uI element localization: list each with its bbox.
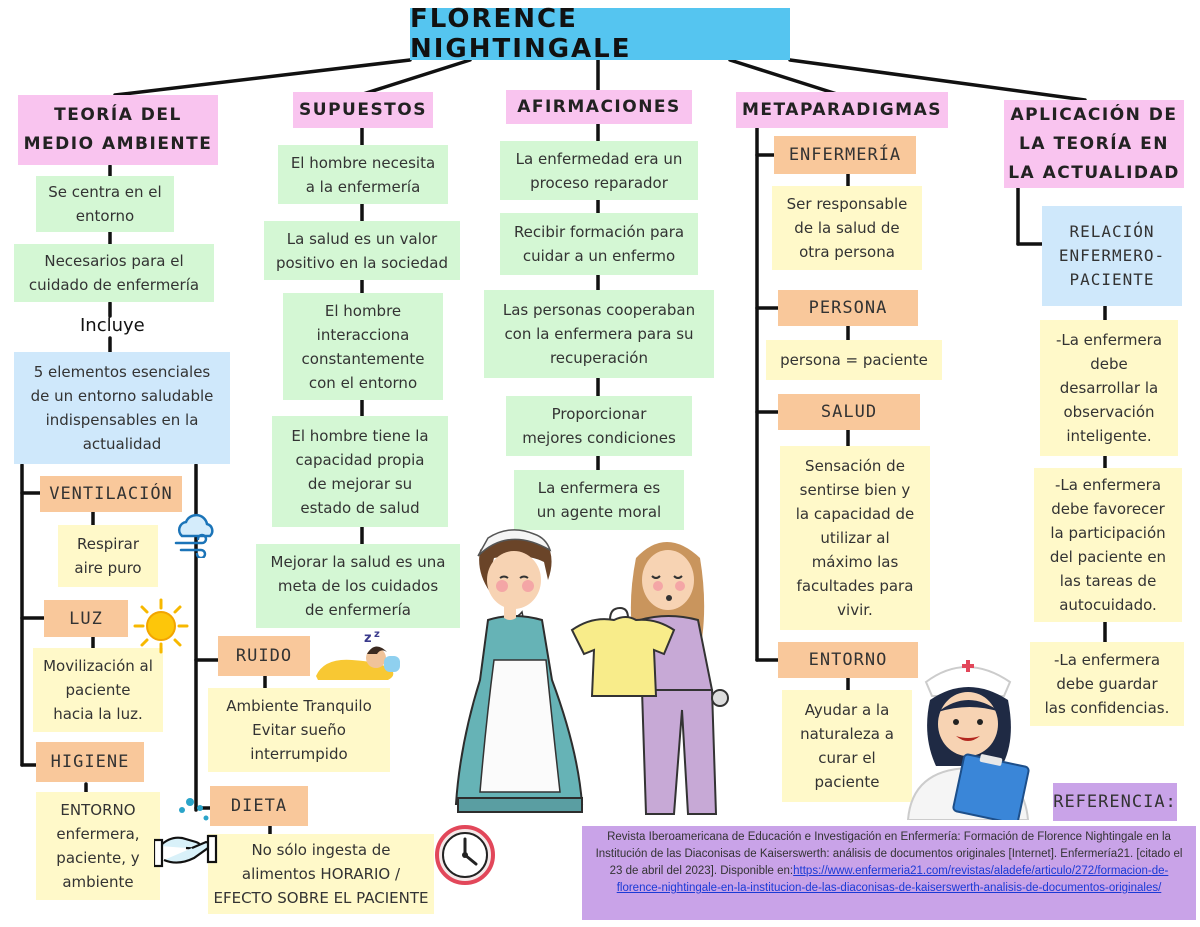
header-supuestos: SUPUESTOS (293, 92, 433, 128)
aplicacion-item-3: -La enfermera debe guardar las confidenc… (1030, 642, 1184, 726)
afirmacion-5: La enfermera es un agente moral (514, 470, 684, 530)
meta-salud-label: SALUD (778, 394, 920, 430)
sun-icon (133, 598, 189, 654)
afirmacion-3: Las personas cooperaban con la enfermera… (484, 290, 714, 378)
meta-persona-label: PERSONA (778, 290, 918, 326)
meta-entorno-label: ENTORNO (778, 642, 918, 678)
referencia-text: Revista Iberoamericana de Educación e In… (595, 831, 1183, 877)
header-teoria: TEORÍA DEL MEDIO AMBIENTE (18, 95, 218, 165)
header-metaparadigmas: METAPARADIGMAS (736, 92, 948, 128)
meta-enfermeria-label: ENFERMERÍA (774, 136, 916, 174)
cloud-wind-icon (174, 513, 214, 558)
supuesto-2: La salud es un valor positivo en la soci… (264, 221, 460, 280)
header-aplicacion: APLICACIÓN DE LA TEORÍA EN LA ACTUALIDAD (1004, 100, 1184, 188)
sleeping-icon: z z (316, 629, 400, 680)
meta-salud-text: Sensación de sentirse bien y la capacida… (780, 446, 930, 630)
supuesto-4: El hombre tiene la capacidad propia de m… (272, 416, 448, 527)
page-title: FLORENCE NIGHTINGALE (410, 4, 790, 64)
dieta-label: DIETA (210, 786, 308, 826)
relacion-box: RELACIÓN ENFERMERO- PACIENTE (1042, 206, 1182, 306)
elementos-box: 5 elementos esenciales de un entorno sal… (14, 352, 230, 464)
ventilacion-text: Respirar aire puro (58, 525, 158, 587)
higiene-text: ENTORNO enfermera, paciente, y ambiente (36, 792, 160, 900)
meta-enfermeria-text: Ser responsable de la salud de otra pers… (772, 186, 922, 270)
svg-text:z: z (364, 631, 372, 646)
dieta-text: No sólo ingesta de alimentos HORARIO / E… (208, 834, 434, 914)
ruido-text: Ambiente Tranquilo Evitar sueño interrum… (208, 688, 390, 772)
incluye-label: Incluye (80, 315, 145, 336)
referencia-link[interactable]: https://www.enfermeria21.com/revistas/al… (616, 865, 1169, 894)
referencia-box: Revista Iberoamericana de Educación e In… (582, 826, 1196, 920)
teoria-item-1: Se centra en el entorno (36, 176, 174, 232)
referencia-label: REFERENCIA: (1053, 783, 1177, 821)
teoria-item-2: Necesarios para el cuidado de enfermería (14, 244, 214, 302)
svg-text:z: z (374, 629, 380, 640)
nurse-clipboard-illustration (906, 660, 1030, 820)
aplicacion-item-2: -La enfermera debe favorecer la particip… (1034, 468, 1182, 622)
afirmacion-1: La enfermedad era un proceso reparador (500, 141, 698, 200)
meta-persona-text: persona = paciente (766, 340, 942, 380)
nurse-illustration (570, 542, 729, 815)
luz-label: LUZ (44, 600, 128, 637)
afirmacion-4: Proporcionar mejores condiciones (506, 396, 692, 456)
supuesto-3: El hombre interacciona constantemente co… (283, 293, 443, 400)
header-afirmaciones: AFIRMACIONES (506, 90, 692, 124)
supuesto-1: El hombre necesita a la enfermería (278, 145, 448, 204)
higiene-label: HIGIENE (36, 742, 144, 782)
meta-entorno-text: Ayudar a la naturaleza a curar el pacien… (782, 690, 912, 802)
hand-washing-icon (154, 798, 218, 868)
ruido-label: RUIDO (218, 636, 310, 676)
aplicacion-item-1: -La enfermera debe desarrollar la observ… (1040, 320, 1178, 456)
clock-icon (435, 825, 495, 885)
ventilacion-label: VENTILACIÓN (40, 476, 182, 512)
supuesto-5: Mejorar la salud es una meta de los cuid… (256, 544, 460, 628)
afirmacion-2: Recibir formación para cuidar a un enfer… (500, 213, 698, 275)
florence-illustration (454, 529, 584, 813)
luz-text: Movilización al paciente hacia la luz. (33, 648, 163, 732)
